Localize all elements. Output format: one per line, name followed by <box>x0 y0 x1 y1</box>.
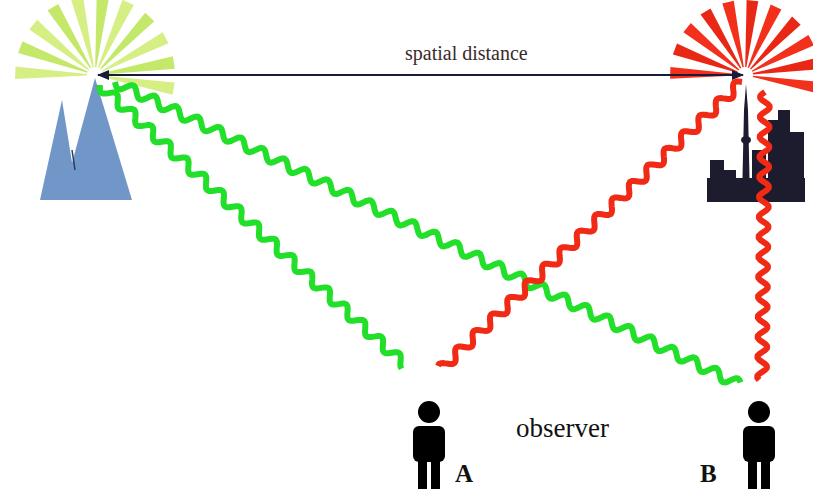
light-ray <box>71 0 94 67</box>
observer-letter: A <box>455 460 473 488</box>
light-wave <box>115 82 741 383</box>
distance-label: spatial distance <box>405 42 528 64</box>
observer-label: observer <box>516 414 609 444</box>
observer-figure <box>743 401 775 489</box>
city-skyline <box>707 84 805 202</box>
light-wave <box>438 82 742 366</box>
light-wave <box>100 85 402 369</box>
observer-letter: B <box>700 460 717 488</box>
observer-figure <box>413 401 445 489</box>
light-ray <box>722 1 744 68</box>
light-ray <box>753 58 813 75</box>
light-wave <box>757 92 769 380</box>
light-ray <box>103 56 175 74</box>
distance-arrow <box>98 74 743 76</box>
